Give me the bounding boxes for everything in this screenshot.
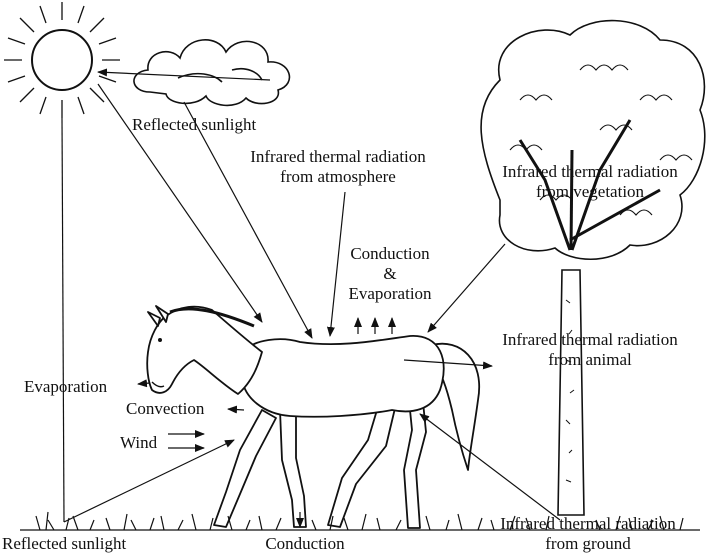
ir-ground-label: Infrared thermal radiation from ground (468, 514, 708, 554)
ir-animal-label: Infrared thermal radiation from animal (472, 330, 708, 370)
ir-vegetation-label: Infrared thermal radiation from vegetati… (470, 162, 710, 202)
reflected-sunlight-bottom-label: Reflected sunlight (2, 534, 126, 554)
conduction-evaporation-label: Conduction & Evaporation (330, 244, 450, 304)
sun-icon (4, 2, 120, 118)
wind-label: Wind (120, 433, 157, 453)
tree-icon (481, 21, 705, 515)
convection-label: Convection (126, 399, 204, 419)
reflected-sunlight-top-label: Reflected sunlight (132, 115, 256, 135)
evaporation-label: Evaporation (24, 377, 107, 397)
cloud-icon (134, 40, 289, 106)
conduction-bottom-label: Conduction (250, 534, 360, 554)
ir-atmosphere-label: Infrared thermal radiation from atmosphe… (213, 147, 463, 187)
